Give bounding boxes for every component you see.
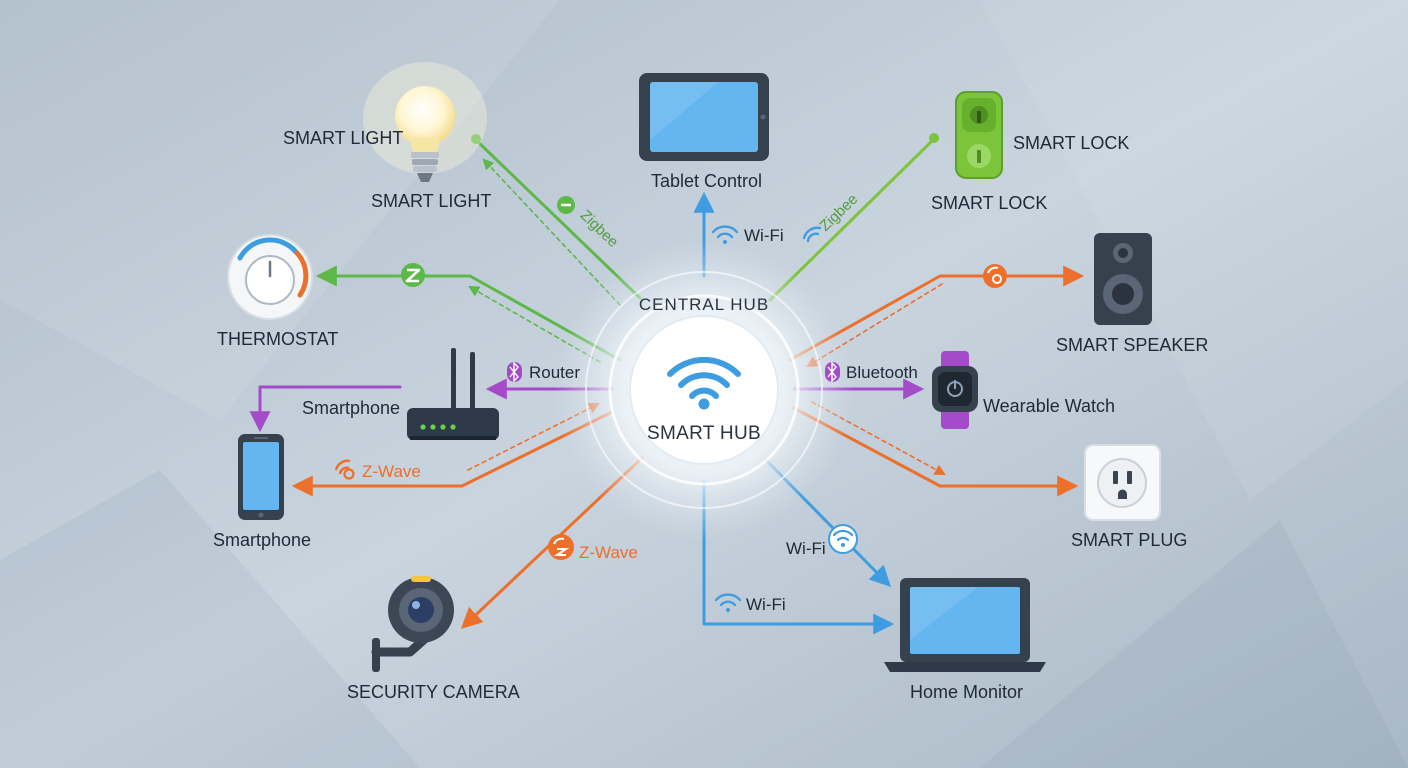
- thermostat-icon: [227, 234, 313, 320]
- wearable-watch-label: Wearable Watch: [983, 396, 1116, 416]
- wifi-icon: [667, 356, 741, 399]
- zwave-icon: [983, 264, 1007, 288]
- power-outlet-icon: [1084, 444, 1161, 521]
- tablet-label: Tablet Control: [651, 171, 763, 191]
- zwave-icon: [548, 534, 574, 560]
- wifi-icon: [714, 593, 742, 612]
- zwave-label-camera: Z-Wave: [579, 543, 638, 562]
- wifi-icon: [802, 226, 822, 243]
- security-camera-label: SECURITY CAMERA: [347, 682, 520, 702]
- smart-light-label: SMART LIGHT: [371, 191, 492, 211]
- zwave-label-left: Z-Wave: [362, 462, 421, 481]
- tablet-icon: [639, 73, 769, 161]
- hub-ring: [608, 294, 800, 486]
- smart-speaker-label: SMART SPEAKER: [1056, 335, 1209, 355]
- background-facet: [980, 520, 1408, 768]
- hub-ring-outer: [585, 271, 823, 509]
- zigbee-return-smart-light: [482, 158, 621, 306]
- home-monitor-label: Home Monitor: [910, 682, 1024, 702]
- wifi-icon: [828, 524, 858, 554]
- smart-lock-icon: [955, 91, 1003, 179]
- speaker-icon: [1094, 233, 1152, 325]
- laptop-icon: [884, 578, 1046, 672]
- background-facet: [0, 470, 420, 768]
- bluetooth-label: Bluetooth: [846, 363, 918, 382]
- smartwatch-icon: [932, 351, 978, 429]
- smart-light-label-top: SMART LIGHT: [283, 128, 404, 148]
- wifi-label-bottom: Wi-Fi: [746, 595, 786, 614]
- wifi-icon-dot: [698, 398, 710, 410]
- zwave-icon: [334, 459, 355, 480]
- smartphone-label-top: Smartphone: [302, 398, 401, 418]
- central-hub-ring-label: CENTRAL HUB: [639, 295, 769, 314]
- zigbee-icon: [401, 263, 425, 287]
- smartphone-icon: [238, 434, 284, 520]
- bluetooth-icon: [507, 361, 522, 383]
- bluetooth-icon: [825, 361, 840, 383]
- central-hub: [554, 240, 854, 540]
- wifi-label-tablet: Wi-Fi: [744, 226, 784, 245]
- security-camera-icon: [371, 576, 454, 672]
- link-node: [929, 133, 939, 143]
- wifi-label-diagonal: Wi-Fi: [786, 539, 826, 558]
- smart-lock-label-top: SMART LOCK: [1013, 133, 1130, 153]
- link-node: [471, 134, 481, 144]
- smart-lock-label: SMART LOCK: [931, 193, 1048, 213]
- thermostat-label: THERMOSTAT: [217, 329, 339, 349]
- background-facet: [980, 0, 1408, 500]
- wifi-icon: [711, 225, 739, 244]
- bluetooth-link-smartphone: [249, 385, 402, 433]
- router-label: Router: [529, 363, 581, 382]
- smart-plug-label: SMART PLUG: [1071, 530, 1188, 550]
- smart-hub-label: SMART HUB: [647, 423, 761, 444]
- lightbulb-icon: [363, 62, 487, 182]
- zigbee-icon: [557, 196, 575, 214]
- smartphone-label: Smartphone: [213, 530, 312, 550]
- router-icon: [407, 348, 499, 440]
